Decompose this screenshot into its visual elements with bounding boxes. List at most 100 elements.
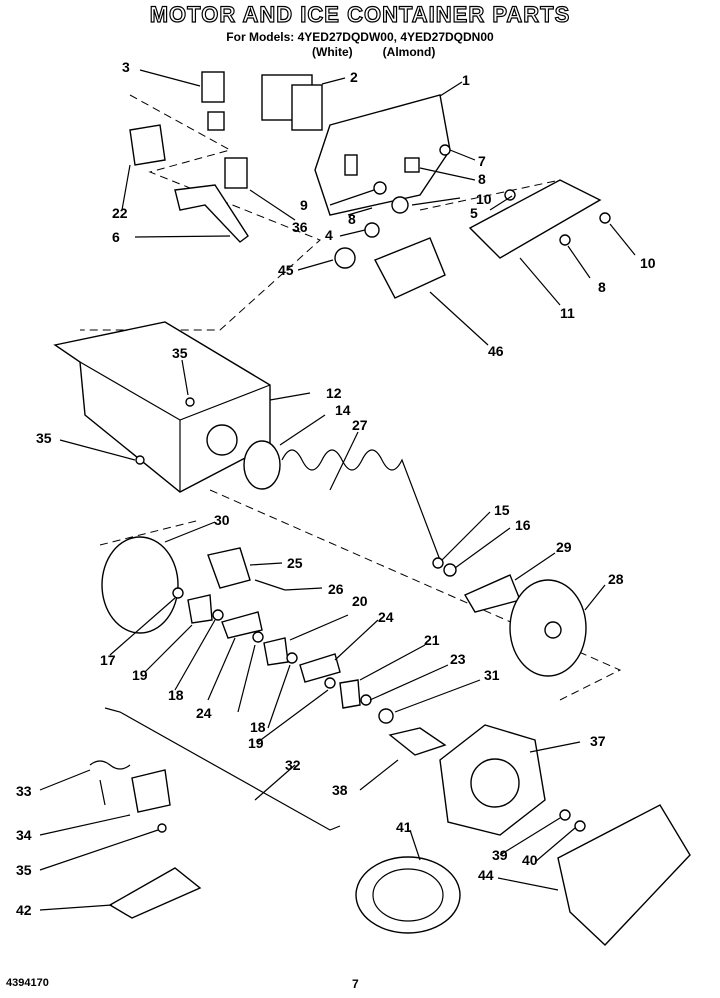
blade-21-part [263,637,289,666]
callout-19a: 18 [168,687,184,703]
callout-38: 38 [332,782,348,798]
callout-39: 39 [492,847,508,863]
spacer-18a-part [172,587,184,599]
callout-35b: 35 [36,430,52,446]
callout-44: 44 [478,867,494,883]
motor-cover-part [557,804,691,946]
clip-9-part [404,157,420,173]
callout-24b: 24 [378,609,394,625]
callout-17: 16 [515,517,531,533]
washer-39-part [559,809,571,821]
color-labels: (White) (Almond) [312,45,465,59]
callout-28: 28 [608,571,624,587]
shield-part [224,157,248,189]
washer-16-part [432,557,444,569]
drive-tube-part [355,856,461,934]
models-line: For Models: 4YED27DQDW00, 4YED27DQDN00 [226,30,494,44]
callout-35c: 35 [16,862,32,878]
plate-slot [344,154,358,176]
screw-10-part [599,212,611,224]
blade-24a-part [221,611,263,639]
lever-part [174,184,249,243]
callout-31: 31 [484,667,500,683]
guide-line-upper [80,94,321,331]
callout-26: 26 [328,581,344,597]
callout-24a: 24 [196,705,212,721]
spacer-19a-part [212,609,224,621]
washer-40-part [574,820,586,832]
paddle-part [101,536,179,634]
spacer-18b-part [252,631,264,643]
bracket-part [129,124,166,166]
guide-line-paddle [99,519,201,546]
callout-18a: 17 [100,652,116,668]
screw-8b-part [559,234,571,246]
screw-35c-part [157,823,167,833]
bracket-38-part [388,727,447,756]
callout-8a: 7 [478,153,486,169]
switch-part [201,71,225,103]
nut-10-part [373,181,387,195]
callout-9: 8 [478,171,486,187]
light-bulb-part [334,247,356,269]
callout-10a: 9 [300,197,308,213]
callout-45: 45 [278,262,294,278]
callout-6: 5 [470,205,478,221]
callout-34: 34 [16,827,32,843]
leader-lines [39,69,636,911]
motor-face [470,758,520,808]
callout-36: 36 [292,219,308,235]
callout-8b: 8 [348,211,356,227]
guide-line-bracket [419,179,561,211]
callout-29: 29 [556,539,572,555]
callout-11: 10 [476,191,492,207]
spacer-19b-part [286,652,298,664]
callout-46: 46 [488,343,504,359]
switch-base [207,111,225,131]
callout-16: 15 [494,502,510,518]
screw-35a-part [185,397,195,407]
page-title: MOTOR AND ICE CONTAINER PARTS [149,1,571,27]
callout-7: 6 [112,229,120,245]
callout-12: 11 [560,305,575,321]
callout-41: 41 [396,819,412,835]
callout-18b: 18 [250,719,266,735]
spacer-19c-part [324,677,336,689]
callout-33: 33 [16,783,32,799]
callout-3: 3 [122,59,130,75]
callout-23: 23 [450,651,466,667]
document-number: 4394170 [6,977,49,989]
callout-10b: 10 [640,255,656,271]
bracket-34-part [131,769,171,813]
auger-part [281,449,441,561]
coupler-11-part [391,196,409,214]
spring-part [89,760,131,806]
callout-8c: 8 [598,279,606,295]
callout-27: 27 [352,417,368,433]
color-label-almond: (Almond) [382,45,436,59]
clip-6-part [504,189,516,201]
callout-25: 25 [287,555,303,571]
shaft-part [254,579,286,591]
blade-24b-part [299,653,341,683]
coupling-31-part [378,708,394,724]
callout-30: 30 [214,512,230,528]
pad-part [108,867,202,919]
callout-40: 40 [522,852,538,868]
cover-46-part [374,237,446,299]
impeller-hub [544,621,562,639]
callout-2: 2 [350,69,358,85]
guide-line-lower [209,489,622,701]
blade-20-part [187,594,213,624]
washer-23-part [360,694,372,706]
bracket-12-part [468,179,602,259]
callout-19b: 19 [248,735,264,751]
callout-20: 19 [132,667,148,683]
color-label-white: (White) [312,45,353,59]
callout-22: 21 [424,632,440,648]
mounting-plate-part [314,94,451,216]
nut-17-part [443,563,457,577]
callout-32: 32 [285,757,301,773]
